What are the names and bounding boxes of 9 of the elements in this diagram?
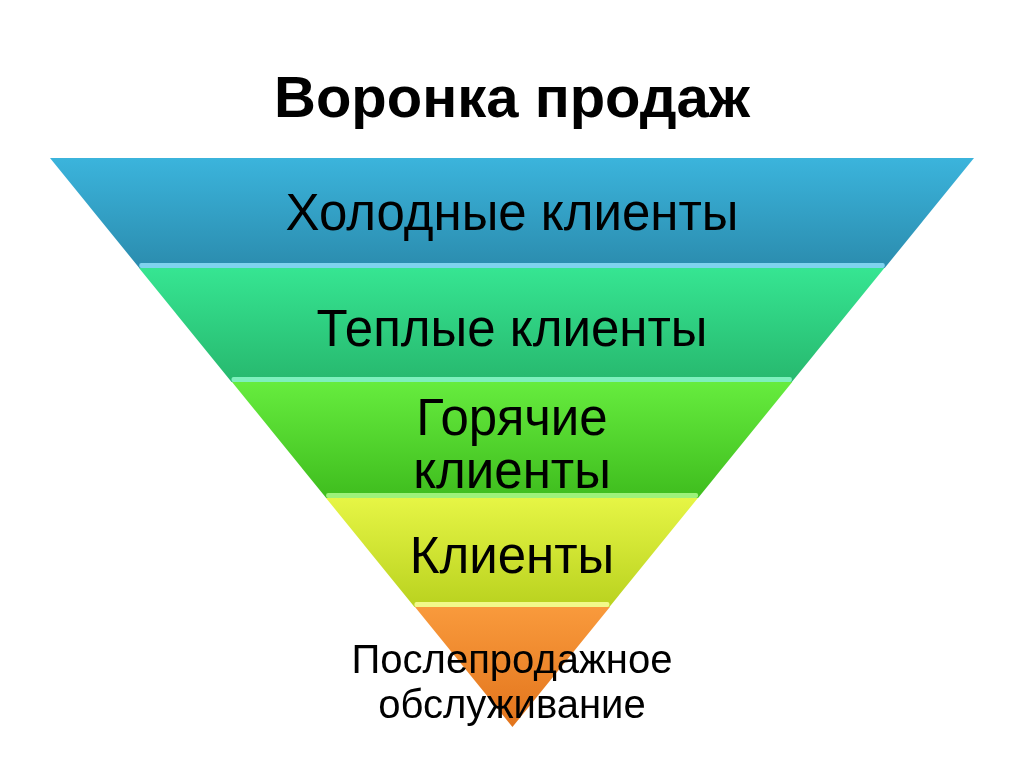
title: Воронка продаж xyxy=(274,63,750,131)
band-label: Горячие клиенты xyxy=(412,391,612,497)
funnel-band xyxy=(139,268,885,382)
funnel-band xyxy=(326,498,698,607)
band-label: Теплые клиенты xyxy=(315,300,709,358)
funnel-band xyxy=(50,158,974,268)
band-label: Холодные клиенты xyxy=(284,184,740,242)
funnel-band xyxy=(231,382,793,498)
band-label: Клиенты xyxy=(408,527,616,585)
